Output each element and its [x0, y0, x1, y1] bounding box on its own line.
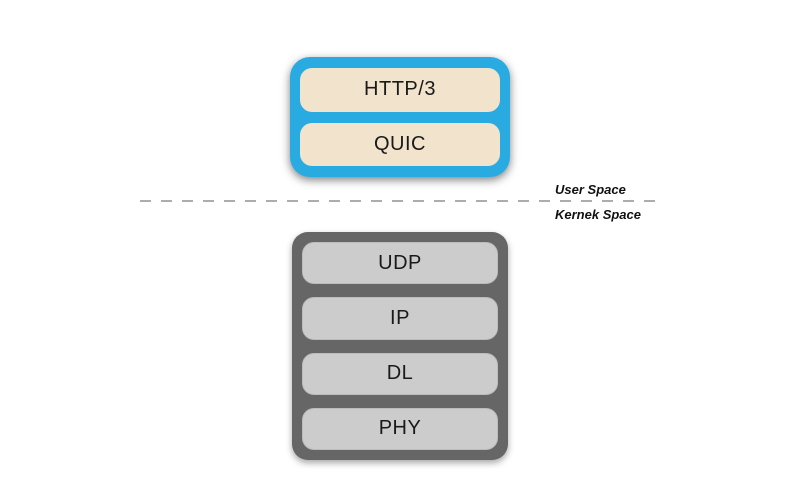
layer-udp-label: UDP	[378, 251, 422, 274]
layer-ip: IP	[302, 297, 498, 340]
layer-dl: DL	[302, 352, 498, 395]
user-space-container: HTTP/3 QUIC	[290, 57, 510, 177]
layer-phy: PHY	[302, 407, 498, 450]
layer-quic: QUIC	[300, 122, 500, 166]
layer-quic-label: QUIC	[374, 132, 426, 155]
user-kernel-boundary-line	[140, 200, 660, 202]
layer-http3-label: HTTP/3	[364, 78, 436, 101]
kernel-space-container: UDP IP DL PHY	[292, 232, 508, 460]
user-space-label: User Space	[555, 182, 626, 197]
kernel-space-label: Kernek Space	[555, 207, 641, 222]
layer-dl-label: DL	[386, 362, 414, 385]
layer-phy-label: PHY	[378, 417, 422, 440]
layer-udp: UDP	[302, 242, 498, 285]
layer-ip-label: IP	[390, 306, 410, 329]
layer-http3: HTTP/3	[300, 68, 500, 112]
